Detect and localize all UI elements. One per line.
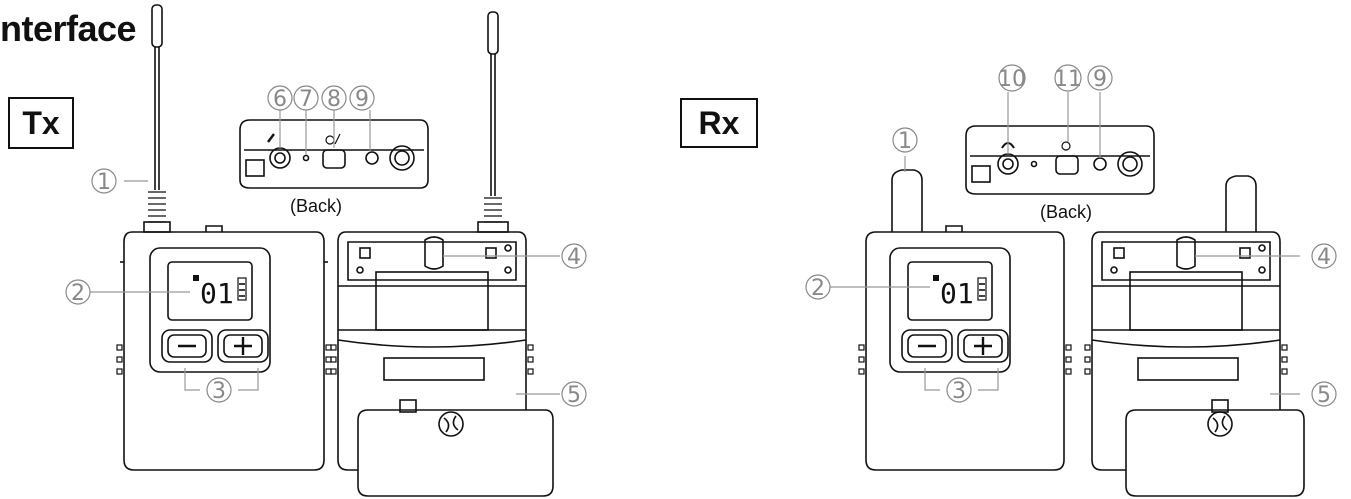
tx-callout-buttons: 3 [212, 379, 226, 404]
tx-callout-clip: 4 [567, 245, 581, 270]
tx-callout-6: 6 [273, 87, 287, 112]
tx-callout-7: 7 [299, 87, 313, 112]
rx-top-panel [965, 125, 1155, 195]
rx-label: Rx [680, 98, 758, 148]
rx-lcd-readout: 01 [940, 277, 974, 310]
rx-callout-11: 11 [1054, 67, 1082, 92]
tx-callout-8: 8 [327, 87, 341, 112]
tx-lcd-readout: 01 [200, 277, 234, 310]
page-title: nterface [0, 8, 137, 49]
rx-callout-clip: 4 [1317, 245, 1331, 270]
rx-callout-antenna: 1 [898, 129, 912, 154]
rx-callout-10: 10 [998, 67, 1026, 92]
rx-callout-9: 9 [1093, 67, 1107, 92]
rx-front-unit: 01 [858, 169, 1072, 471]
tx-rear-unit [330, 11, 554, 497]
tx-callout-display: 2 [71, 281, 85, 306]
tx-callout-battery-door: 5 [567, 383, 581, 408]
rx-callout-display: 2 [811, 276, 825, 301]
rx-rear-unit [1084, 175, 1305, 497]
rx-callout-buttons: 3 [952, 379, 966, 404]
tx-label: Tx [8, 97, 74, 149]
tx-callout-9: 9 [355, 87, 369, 112]
rx-back-caption: (Back) [1040, 202, 1093, 222]
tx-callout-antenna: 1 [97, 170, 111, 195]
tx-front-unit: 01 [116, 4, 332, 471]
tx-back-caption: (Back) [290, 196, 343, 216]
tx-top-panel [239, 119, 429, 189]
rx-callout-battery-door: 5 [1317, 383, 1331, 408]
